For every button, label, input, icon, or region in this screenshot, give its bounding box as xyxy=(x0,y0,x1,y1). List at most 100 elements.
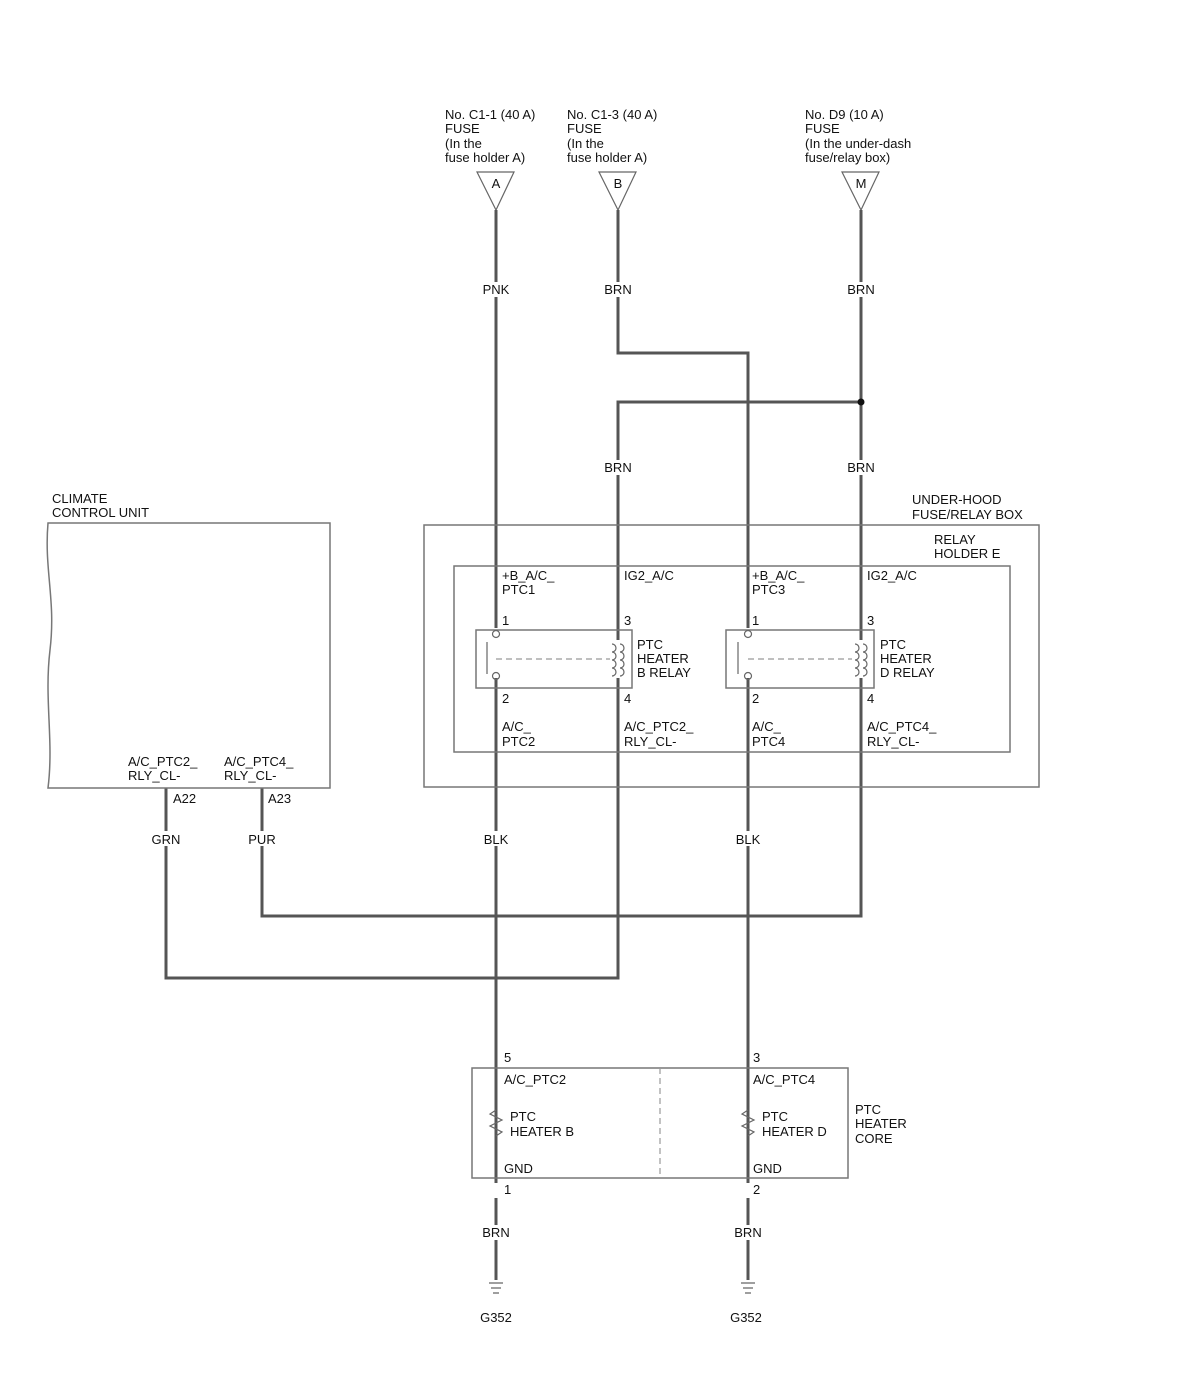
svg-text:+B_A/C_: +B_A/C_ xyxy=(502,568,555,583)
svg-text:M: M xyxy=(856,176,867,191)
ground-icon xyxy=(741,1282,755,1294)
svg-text:3: 3 xyxy=(753,1050,760,1065)
svg-text:RELAY: RELAY xyxy=(934,532,976,547)
svg-text:2: 2 xyxy=(753,1182,760,1197)
svg-text:3: 3 xyxy=(867,613,874,628)
svg-text:BLK: BLK xyxy=(484,832,509,847)
svg-text:4: 4 xyxy=(624,691,631,706)
svg-text:A/C_PTC4_: A/C_PTC4_ xyxy=(224,754,294,769)
svg-text:No. C1-3 (40 A): No. C1-3 (40 A) xyxy=(567,107,657,122)
svg-text:A: A xyxy=(492,176,501,191)
splice-dot xyxy=(857,398,865,406)
relay-b: +B_A/C_ PTC1 IG2_A/C 1 3 PTC HEATER B RE… xyxy=(475,568,694,749)
fuse-m-connector-icon: M xyxy=(841,171,880,212)
svg-text:fuse/relay box): fuse/relay box) xyxy=(805,150,890,165)
svg-text:A22: A22 xyxy=(173,791,196,806)
relay-d-coil-icon xyxy=(854,643,868,677)
svg-text:BRN: BRN xyxy=(847,282,874,297)
svg-text:A/C_PTC4_: A/C_PTC4_ xyxy=(867,719,937,734)
svg-text:PTC4: PTC4 xyxy=(752,734,785,749)
svg-text:(In the under-dash: (In the under-dash xyxy=(805,136,911,151)
svg-text:PTC: PTC xyxy=(637,637,663,652)
relay-b-coil-icon xyxy=(611,643,625,677)
climate-control-unit: CLIMATE CONTROL UNIT A/C_PTC2_ RLY_CL- A… xyxy=(46,491,331,806)
svg-text:HEATER B: HEATER B xyxy=(510,1124,574,1139)
svg-text:1: 1 xyxy=(504,1182,511,1197)
svg-text:HEATER: HEATER xyxy=(855,1116,907,1131)
relay-d: +B_A/C_ PTC3 IG2_A/C 1 3 PTC HEATER D RE… xyxy=(725,568,937,749)
wire-brn-fuse-b xyxy=(616,210,750,628)
under-hood-fuse-relay-box: UNDER-HOOD FUSE/RELAY BOX RELAY HOLDER E xyxy=(423,492,1040,788)
ground-g352-right: G352 xyxy=(730,1282,762,1325)
svg-text:1: 1 xyxy=(752,613,759,628)
svg-text:2: 2 xyxy=(752,691,759,706)
svg-text:CONTROL UNIT: CONTROL UNIT xyxy=(52,505,149,520)
svg-text:GND: GND xyxy=(753,1161,782,1176)
svg-text:D RELAY: D RELAY xyxy=(880,665,935,680)
svg-text:G352: G352 xyxy=(730,1310,762,1325)
wire-color-labels: PNK BRN BRN BRN BRN GRN PUR BLK BLK BRN … xyxy=(152,282,875,1240)
svg-text:IG2_A/C: IG2_A/C xyxy=(624,568,674,583)
svg-text:A/C_PTC2: A/C_PTC2 xyxy=(504,1072,566,1087)
fuse-a-connector-icon: A xyxy=(476,171,515,212)
svg-text:CORE: CORE xyxy=(855,1131,893,1146)
svg-text:RLY_CL-: RLY_CL- xyxy=(624,734,677,749)
svg-text:PUR: PUR xyxy=(248,832,275,847)
svg-text:No. C1-1 (40 A): No. C1-1 (40 A) xyxy=(445,107,535,122)
fuse-b-label: No. C1-3 (40 A) FUSE (In the fuse holder… xyxy=(567,107,657,165)
svg-text:(In the: (In the xyxy=(445,136,482,151)
svg-text:FUSE: FUSE xyxy=(445,121,480,136)
svg-text:BRN: BRN xyxy=(604,460,631,475)
svg-text:GND: GND xyxy=(504,1161,533,1176)
svg-text:1: 1 xyxy=(502,613,509,628)
svg-text:PTC3: PTC3 xyxy=(752,582,785,597)
svg-text:IG2_A/C: IG2_A/C xyxy=(867,568,917,583)
svg-text:5: 5 xyxy=(504,1050,511,1065)
svg-text:fuse holder A): fuse holder A) xyxy=(445,150,525,165)
svg-text:(In the: (In the xyxy=(567,136,604,151)
svg-text:PTC: PTC xyxy=(762,1109,788,1124)
svg-text:FUSE: FUSE xyxy=(805,121,840,136)
svg-text:A/C_: A/C_ xyxy=(502,719,532,734)
svg-text:RLY_CL-: RLY_CL- xyxy=(867,734,920,749)
svg-text:4: 4 xyxy=(867,691,874,706)
svg-text:A/C_PTC4: A/C_PTC4 xyxy=(753,1072,815,1087)
svg-text:A/C_PTC2_: A/C_PTC2_ xyxy=(624,719,694,734)
svg-text:HEATER: HEATER xyxy=(637,651,689,666)
svg-text:B RELAY: B RELAY xyxy=(637,665,691,680)
svg-text:HEATER D: HEATER D xyxy=(762,1124,827,1139)
svg-text:2: 2 xyxy=(502,691,509,706)
svg-text:fuse holder A): fuse holder A) xyxy=(567,150,647,165)
svg-text:CLIMATE: CLIMATE xyxy=(52,491,108,506)
fuse-m-label: No. D9 (10 A) FUSE (In the under-dash fu… xyxy=(805,107,911,165)
wire-brn-splice-branch xyxy=(616,400,861,640)
heater-d-resistor-icon xyxy=(740,1109,756,1137)
svg-text:HEATER: HEATER xyxy=(880,651,932,666)
svg-text:RLY_CL-: RLY_CL- xyxy=(224,768,277,783)
svg-text:BRN: BRN xyxy=(482,1225,509,1240)
svg-text:No. D9 (10 A): No. D9 (10 A) xyxy=(805,107,884,122)
svg-text:PTC: PTC xyxy=(880,637,906,652)
svg-text:G352: G352 xyxy=(480,1310,512,1325)
svg-text:GRN: GRN xyxy=(152,832,181,847)
svg-text:BRN: BRN xyxy=(604,282,631,297)
svg-text:A23: A23 xyxy=(268,791,291,806)
ground-icon xyxy=(489,1282,503,1294)
wire-relay-b-pin4 xyxy=(164,678,620,980)
svg-text:PTC2: PTC2 xyxy=(502,734,535,749)
svg-text:3: 3 xyxy=(624,613,631,628)
svg-text:FUSE/RELAY BOX: FUSE/RELAY BOX xyxy=(912,507,1023,522)
svg-text:FUSE: FUSE xyxy=(567,121,602,136)
heater-b-resistor-icon xyxy=(488,1109,504,1137)
svg-text:B: B xyxy=(614,176,623,191)
svg-text:UNDER-HOOD: UNDER-HOOD xyxy=(912,492,1002,507)
svg-text:PTC: PTC xyxy=(855,1102,881,1117)
svg-text:A/C_PTC2_: A/C_PTC2_ xyxy=(128,754,198,769)
svg-text:+B_A/C_: +B_A/C_ xyxy=(752,568,805,583)
fuse-a-label: No. C1-1 (40 A) FUSE (In the fuse holder… xyxy=(445,107,535,165)
svg-text:A/C_: A/C_ xyxy=(752,719,782,734)
svg-text:BLK: BLK xyxy=(736,832,761,847)
svg-text:RLY_CL-: RLY_CL- xyxy=(128,768,181,783)
svg-text:PTC: PTC xyxy=(510,1109,536,1124)
